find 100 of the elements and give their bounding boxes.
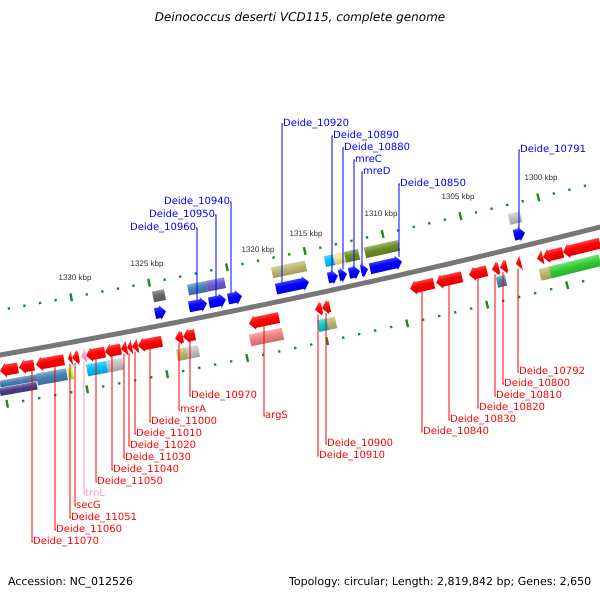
gene-label: mreC — [355, 154, 382, 166]
gene-label: Deide_10960 — [130, 222, 196, 234]
leader-line — [264, 326, 266, 416]
leader-line — [448, 284, 450, 420]
gene-label: Deide_10810 — [496, 390, 562, 402]
gene-feature — [188, 297, 207, 312]
gene-feature — [492, 260, 500, 276]
leader-line — [342, 148, 344, 270]
gene-feature — [105, 344, 122, 358]
leader-line — [96, 358, 98, 482]
gene-label: msrA — [180, 404, 206, 416]
leader-line — [32, 370, 34, 542]
gene-feature — [274, 276, 309, 294]
gene-feature — [469, 265, 488, 281]
leader-line — [518, 268, 520, 372]
scale-label: 1300 kbp — [524, 173, 558, 183]
leader-line — [326, 312, 328, 444]
gene-feature — [86, 346, 106, 362]
gene-label: Deide_10850 — [400, 178, 466, 190]
gene-label: Deide_11030 — [125, 452, 191, 464]
gene-label: Deide_10970 — [191, 390, 257, 402]
gene-label: Deide_11051 — [71, 512, 137, 524]
leader-line — [478, 278, 480, 408]
gene-label: Deide_10900 — [327, 438, 393, 450]
gene-feature — [68, 350, 74, 366]
gene-feature — [516, 255, 523, 270]
scale-label: 1315 kbp — [290, 229, 322, 239]
gene-feature — [249, 312, 280, 330]
gene-feature — [512, 226, 525, 242]
leader-line — [318, 314, 320, 456]
gene-label: Deide_10910 — [319, 450, 385, 462]
gene-label: Deide_10940 — [164, 196, 230, 208]
scale-label: 1305 kbp — [442, 192, 474, 202]
leader-line — [134, 351, 136, 434]
gene-feature — [563, 238, 600, 258]
leader-line — [74, 362, 76, 506]
gene-label: Deide_11020 — [130, 440, 196, 452]
gene-feature — [175, 330, 184, 345]
gene-feature — [543, 246, 564, 264]
leader-line — [70, 363, 72, 518]
scale-label: 1320 kbp — [242, 245, 274, 255]
gene-feature — [368, 256, 402, 274]
gene-feature — [436, 271, 464, 289]
leader-line — [214, 214, 216, 297]
leader-line — [196, 228, 198, 300]
gene-feature — [127, 340, 134, 354]
gene-label: Deide_10830 — [450, 414, 516, 426]
gene-label: argS — [265, 410, 288, 422]
leader-line — [230, 202, 232, 294]
gene-label: secG — [76, 500, 101, 512]
gene-label: Deide_10791 — [520, 144, 586, 156]
leader-line — [84, 360, 86, 494]
gene-feature — [338, 268, 347, 282]
leader-line — [124, 353, 126, 458]
footer-text: Topology: circular; Length: 2,819,842 bp; Genes: 2,650 — [289, 574, 592, 588]
gene-label: Deide_10880 — [344, 142, 410, 154]
gene-feature — [326, 270, 338, 284]
leader-line — [398, 184, 400, 258]
gene-label: Deide_11000 — [151, 416, 217, 428]
gene-feature — [19, 359, 35, 374]
leader-line — [502, 272, 504, 384]
gene-feature — [348, 264, 360, 280]
leader-line — [362, 172, 364, 266]
gene-feature — [72, 350, 80, 364]
gene-feature — [154, 305, 166, 320]
gene-label: Deide_10920 — [283, 118, 349, 130]
leader-line — [422, 290, 424, 432]
gene-feature — [208, 293, 226, 308]
gene-feature — [360, 263, 368, 278]
gene-label: Deide_10792 — [519, 366, 585, 378]
leader-line — [518, 150, 520, 230]
gene-feature — [410, 278, 436, 295]
scale-label: 1310 kbp — [364, 209, 398, 219]
gene-label: Deide_11050 — [97, 476, 163, 488]
gene-feature — [500, 258, 508, 274]
leader-line — [150, 348, 152, 422]
gene-feature — [81, 348, 88, 363]
gene-label: Deide_11010 — [136, 428, 202, 440]
gene-feature — [537, 250, 545, 265]
gene-label: Deide_10800 — [504, 378, 570, 390]
gene-label: Deide_11060 — [56, 524, 122, 536]
gene-label: Deide_10890 — [333, 130, 399, 142]
gene-label: trnL — [85, 488, 105, 500]
leader-line — [190, 340, 192, 396]
leader-line — [354, 160, 356, 268]
gene-feature — [36, 354, 65, 371]
leader-line — [282, 124, 284, 283]
gene-label: mreD — [363, 166, 390, 178]
gene-label: Deide_10820 — [479, 402, 545, 414]
leader-line — [178, 342, 180, 410]
gene-label: Deide_10950 — [149, 209, 215, 221]
footer-text: Accession: NC_012526 — [8, 574, 134, 588]
gene-feature — [322, 300, 332, 314]
gene-feature — [132, 338, 140, 354]
gene-label: Deide_11070 — [33, 536, 99, 548]
gene-label: Deide_11040 — [113, 464, 179, 476]
gene-label: Deide_10840 — [423, 426, 489, 438]
diagram-title: Deinococcus deserti VCD115, complete genome — [154, 10, 446, 25]
leader-line — [112, 356, 114, 470]
leader-line — [128, 352, 130, 446]
